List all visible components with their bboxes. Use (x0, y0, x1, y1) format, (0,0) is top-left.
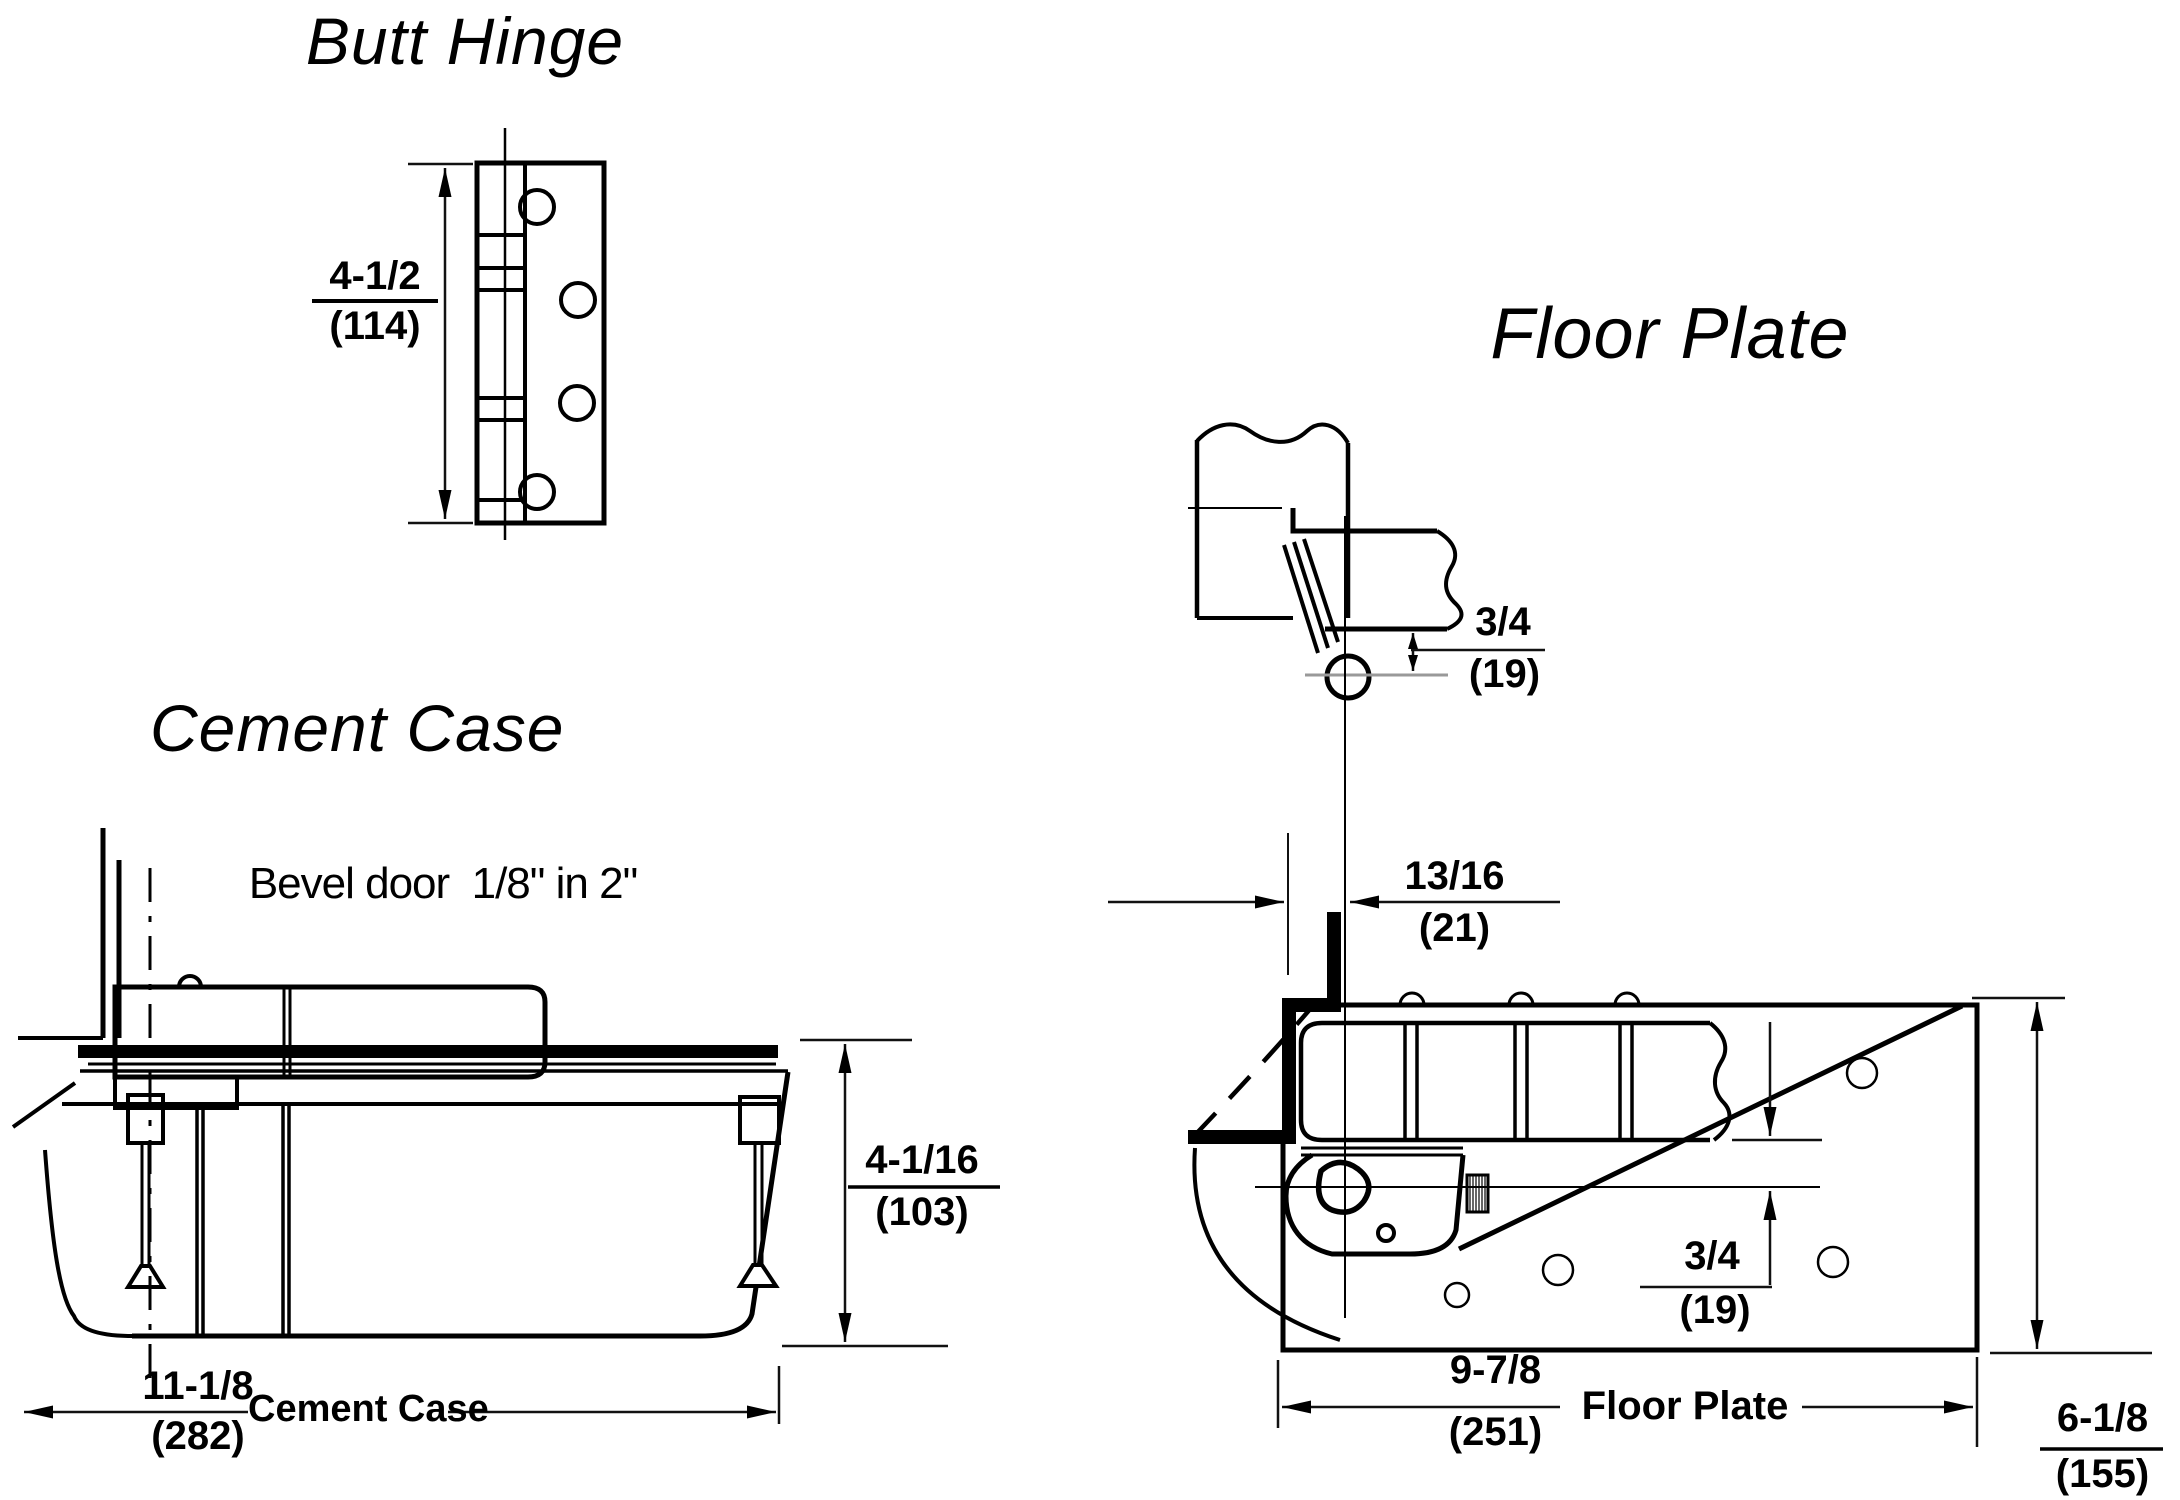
pivot-height-value: 3/4 (1475, 600, 1531, 644)
door-swing-arc-dashed (1193, 975, 1339, 1137)
cement-case-title: Cement Case (150, 691, 565, 765)
case-width-metric: (282) (151, 1414, 245, 1458)
plate-width-label: Floor Plate (1581, 1384, 1789, 1428)
break-line-wavy (1195, 422, 1350, 445)
butt-hinge-title: Butt Hinge (305, 4, 625, 78)
door-jamb-section (18, 828, 122, 1040)
case-height-value: 4-1/16 (865, 1138, 979, 1182)
spindle-inset-metric: (21) (1418, 906, 1491, 950)
plate-depth-metric: (155) (2055, 1452, 2150, 1496)
adjust-screw (1376, 1223, 1396, 1243)
case-left-wall (43, 1149, 133, 1338)
concrete-break-line (11, 1081, 77, 1129)
spring-tube-diagonal (1457, 1003, 1964, 1252)
door-bottom-rail-section (112, 984, 548, 1080)
bearing-hatch-lines (1469, 1175, 1486, 1212)
case-height-metric: (103) (875, 1190, 969, 1234)
plate-width-dimension (1276, 1357, 1979, 1447)
hinge-screw-holes (518, 188, 597, 511)
butt-hinge-drawing (312, 128, 607, 540)
threshold-angle (1188, 912, 1341, 1144)
plate-depth-value: 6-1/8 (2056, 1396, 2149, 1440)
bevel-door-note: Bevel door 1/8" in 2" (248, 859, 638, 908)
pivot-arm (1282, 538, 1340, 654)
pivot-height-dimension (1408, 633, 1545, 671)
hinge-height-metric: (114) (329, 304, 421, 348)
floor-plate-title: Floor Plate (1490, 294, 1850, 374)
edge-screw-bumps (1398, 991, 1641, 1006)
plate-width-metric: (251) (1448, 1410, 1543, 1454)
rail-break-line (1435, 529, 1464, 631)
case-width-label: Cement Case (248, 1388, 489, 1430)
pivot-ball (1324, 653, 1372, 701)
hinge-height-value: 4-1/2 (329, 254, 421, 298)
threshold-plate (78, 1045, 778, 1058)
pivot-height-metric: (19) (1468, 652, 1541, 696)
centerline-offset-value: 3/4 (1684, 1234, 1740, 1278)
plate-screw-holes (1443, 1056, 1879, 1309)
hinge-leaf-outline (474, 160, 607, 526)
case-right-wall (699, 1071, 791, 1339)
spindle-inset-value: 13/16 (1404, 854, 1505, 898)
leaf-stile-joints (1403, 1023, 1634, 1140)
plate-width-value: 9-7/8 (1449, 1348, 1542, 1392)
hinge-dimension-lines (312, 162, 473, 525)
closer-housing (1283, 1152, 1466, 1257)
floor-plate-drawing (1108, 422, 2163, 1451)
door-leaf-plan (1298, 1020, 1710, 1143)
door-bottom-rail (1290, 508, 1437, 534)
spindle-inset-dimension (1108, 833, 1560, 975)
cement-case-drawing (11, 828, 1000, 1424)
anchor-bolt-right (736, 1095, 781, 1288)
centerline-offset-dimension (1640, 1022, 1822, 1289)
case-width-value: 11-1/8 (142, 1364, 254, 1408)
pivot-cover-bump (177, 974, 203, 988)
cam (1315, 1159, 1372, 1215)
case-internal-ribs (195, 1104, 291, 1336)
floor-plate-outline (1280, 1002, 1980, 1353)
centerline-offset-metric: (19) (1679, 1288, 1751, 1332)
door-swing-arc-solid (1192, 1147, 1341, 1342)
closer-mechanism (1255, 1003, 1964, 1257)
plate-depth-dimension (1972, 996, 2163, 1451)
door-and-jamb-elevation (1188, 422, 1464, 701)
anchor-bolt-left (124, 1093, 167, 1289)
door-shoe (113, 1075, 239, 1110)
hinge-knuckle-lines (477, 233, 525, 502)
spindle-bearing-hatched (1465, 1173, 1490, 1214)
cement-case-dimension-lines (24, 1038, 1000, 1424)
door-rail-joint (282, 987, 292, 1077)
